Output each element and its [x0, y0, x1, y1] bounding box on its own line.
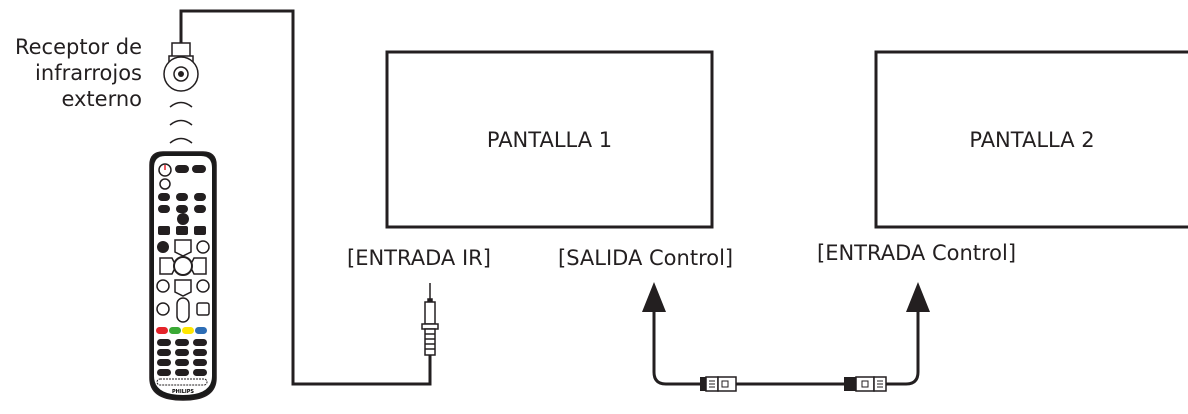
ir-receiver-cable [179, 9, 432, 386]
display-2-title: PANTALLA 2 [969, 128, 1095, 152]
control-out-arrow-icon [642, 282, 666, 312]
rj-connector-right-icon [844, 376, 887, 392]
ir-signal-waves-icon [169, 101, 193, 144]
rj-connector-left-icon [700, 376, 737, 392]
remote-control-icon: PHILIPS [149, 151, 217, 401]
ir-receiver-label-line2: infrarrojos [35, 61, 142, 85]
control-in-label: [ENTRADA Control] [817, 241, 1017, 265]
display-1-title: PANTALLA 1 [486, 128, 613, 152]
control-out-label: [SALIDA Control] [558, 246, 734, 270]
ir-jack-plug-icon [421, 283, 439, 356]
control-cable [652, 292, 920, 386]
display-1-box [385, 50, 714, 229]
ir-receiver-icon [163, 42, 199, 92]
display-2-box [874, 50, 1188, 229]
ir-receiver-label-line1: Receptor de [14, 35, 142, 59]
remote-brand-label: PHILIPS [172, 389, 194, 395]
control-in-arrow-icon [906, 282, 930, 312]
ir-receiver-label-line3: externo [61, 87, 142, 111]
ir-receiver-label: Receptor de infrarrojos externo [0, 34, 142, 112]
ir-in-label: [ENTRADA IR] [347, 246, 491, 270]
